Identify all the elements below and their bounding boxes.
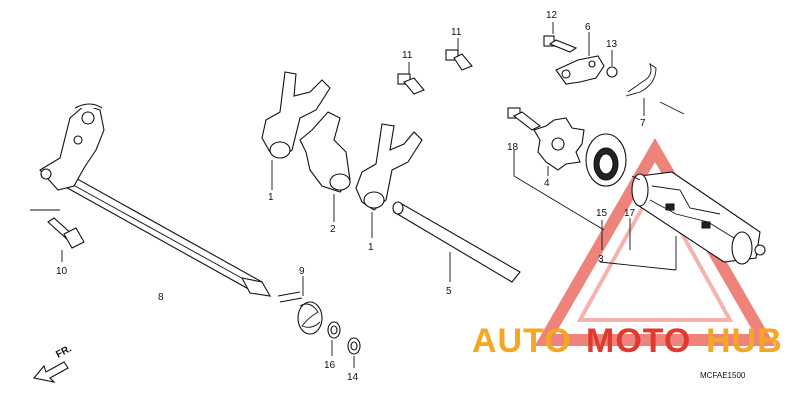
bolt-part-18 [507, 107, 605, 231]
watermark-text-logo: AUTO MOTO HUB [472, 322, 783, 360]
callout-1-right: 1 [368, 242, 374, 253]
bolt-part-11-right [445, 38, 473, 71]
washer-part-16 [327, 321, 341, 356]
callout-11-right: 11 [451, 27, 462, 38]
callout-8: 8 [158, 292, 164, 303]
callout-15: 15 [596, 208, 608, 219]
callout-18: 18 [507, 142, 519, 153]
callout-13: 13 [606, 39, 618, 50]
bolt-part-10 [30, 209, 85, 262]
shift-shaft-part-8 [39, 103, 272, 297]
bolt-part-12 [543, 22, 578, 53]
callout-4: 4 [544, 178, 550, 189]
callout-16: 16 [324, 360, 336, 371]
callout-1-left: 1 [268, 192, 274, 203]
callout-7: 7 [640, 118, 646, 129]
collar-part-13 [606, 50, 618, 78]
front-label: FR. [54, 343, 74, 360]
callout-17: 17 [624, 208, 636, 219]
callout-14: 14 [347, 372, 359, 383]
shift-fork-part-1-right [355, 123, 423, 238]
shift-drum-part-3 [599, 171, 766, 271]
shift-fork-part-1-left [261, 71, 331, 190]
bolt-part-11-left [397, 62, 425, 95]
callout-10: 10 [56, 266, 68, 277]
spring-part-7 [625, 62, 685, 116]
watermark-text-part3: HUB [706, 322, 783, 360]
stopper-arm-part-6 [555, 32, 605, 85]
fork-shaft-part-5 [392, 201, 521, 283]
callout-11-left: 11 [402, 50, 413, 61]
callout-5: 5 [446, 286, 452, 297]
front-arrow-icon [32, 361, 69, 383]
diagram-code: MCFAE1500 [700, 371, 746, 380]
callout-2: 2 [330, 224, 336, 235]
callout-12: 12 [546, 10, 558, 21]
spring-part-9 [277, 276, 323, 335]
watermark-text-part2: MOTO [586, 322, 691, 360]
bearing-part-15 [585, 133, 627, 250]
watermark-text-part1: AUTO [472, 322, 572, 360]
shift-fork-part-2 [299, 111, 351, 222]
washer-part-14 [347, 337, 361, 368]
callout-9: 9 [299, 266, 305, 277]
front-direction-indicator: FR. [32, 343, 74, 383]
star-cam-part-4 [533, 117, 585, 176]
callout-3: 3 [598, 254, 604, 265]
callout-6: 6 [585, 22, 591, 33]
